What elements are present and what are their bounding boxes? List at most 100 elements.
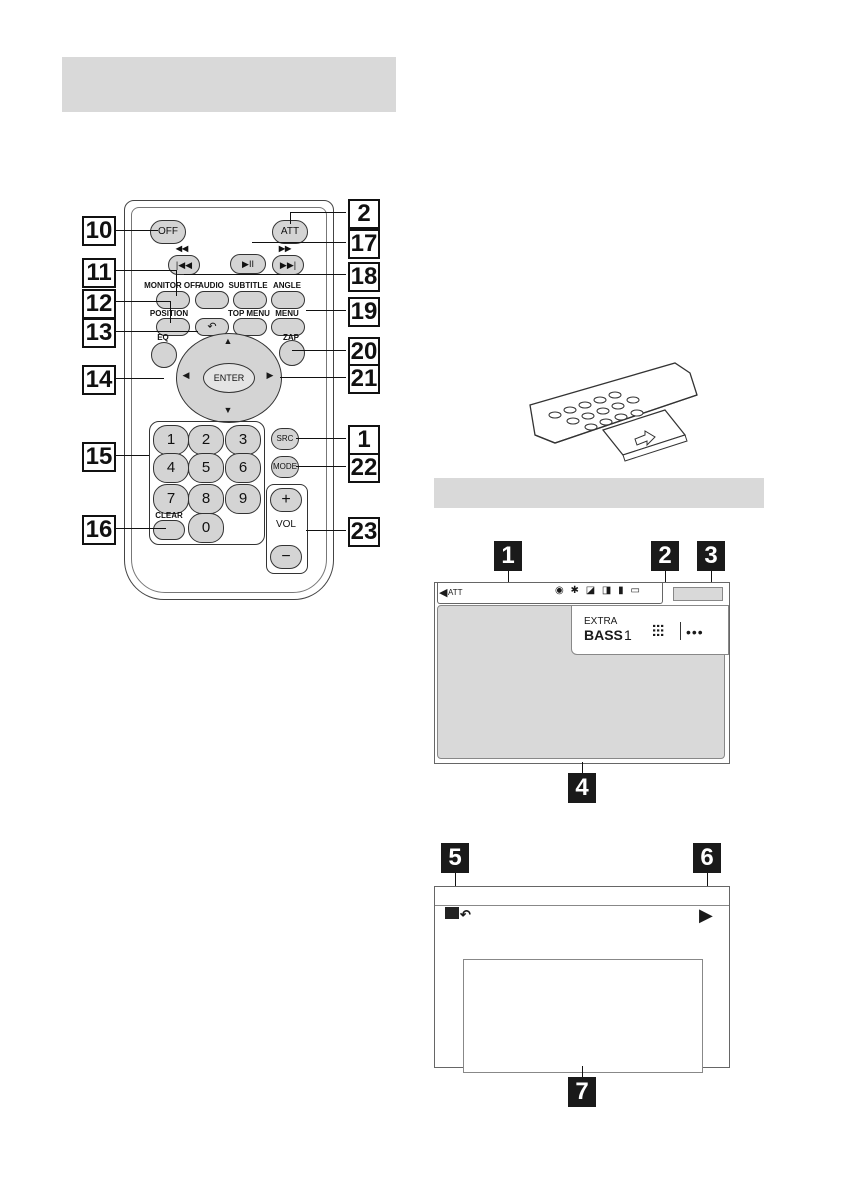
leader-line-12-v (170, 301, 171, 323)
leader-line-16 (114, 528, 166, 529)
callout-18: 18 (348, 262, 380, 292)
off-button[interactable]: OFF (150, 220, 186, 244)
clear-button[interactable] (153, 520, 185, 540)
leader-line-2-v (290, 212, 291, 224)
enter-button[interactable]: ENTER (203, 363, 255, 393)
leader-line-17 (252, 242, 346, 243)
leader-line-15 (114, 455, 149, 456)
extra-bass-extra-label: EXTRA (584, 616, 617, 627)
dpad-up-icon[interactable]: ▲ (222, 336, 234, 346)
callout-display-2: 2 (651, 541, 679, 571)
digit-0-button[interactable]: 0 (188, 513, 224, 543)
position-label: POSITION (144, 309, 194, 318)
callout-19: 19 (348, 297, 380, 327)
mode-button[interactable]: MODE (271, 456, 299, 478)
extra-bass-bass-label: BASS (584, 627, 623, 643)
callout-15: 15 (82, 442, 116, 472)
callout-17: 17 (348, 229, 380, 259)
menu-label: MENU (270, 309, 304, 318)
callout-10: 10 (82, 216, 116, 246)
leader-line-21 (280, 377, 346, 378)
vol-label: VOL (272, 519, 300, 530)
zap-button[interactable] (279, 340, 305, 366)
digit-1-button[interactable]: 1 (153, 425, 189, 455)
divider (680, 622, 681, 640)
callout-display-5: 5 (441, 843, 469, 873)
play-pause-button[interactable]: ▶II (230, 254, 266, 274)
leader-line-23 (306, 530, 346, 531)
angle-button[interactable] (271, 291, 305, 309)
speaker-icon: ◀ (439, 586, 447, 599)
eq-label: EQ (148, 333, 178, 342)
dpad-left-icon[interactable]: ◀ (180, 370, 192, 381)
section-heading-bar-right (434, 478, 764, 508)
digit-5-button[interactable]: 5 (188, 453, 224, 483)
leader-display-1 (508, 571, 509, 582)
leader-line-1 (296, 438, 346, 439)
phone-audio-icon: ◪ (586, 585, 597, 596)
callout-2: 2 (348, 199, 380, 229)
repeat-icon: ↶ (460, 907, 471, 923)
leader-line-11-v (176, 270, 177, 296)
volume-up-button[interactable]: + (270, 488, 302, 512)
angle-label: ANGLE (270, 281, 304, 290)
volume-down-button[interactable]: − (270, 545, 302, 569)
display-screen-top: ◀ ATT ◉ ✱ ◪ ◨ ▮ ▭ EXTRA BASS 1 ⫶⫶⫶ ••• (434, 582, 730, 764)
digit-6-button[interactable]: 6 (225, 453, 261, 483)
bluetooth-icon: ✱ (571, 585, 581, 596)
clear-label: CLEAR (151, 511, 187, 520)
digit-3-button[interactable]: 3 (225, 425, 261, 455)
audio-button[interactable] (195, 291, 229, 309)
monitor-off-button[interactable] (156, 291, 190, 309)
digit-9-button[interactable]: 9 (225, 484, 261, 514)
leader-line-10 (114, 230, 158, 231)
play-status-icon: ▶ (699, 905, 713, 926)
callout-16: 16 (82, 515, 116, 545)
eq-button[interactable] (151, 342, 177, 368)
leader-line-14 (114, 378, 164, 379)
equalizer-icon[interactable]: ⫶⫶⫶ (652, 624, 664, 642)
leader-line-11 (114, 270, 176, 271)
playback-mode-icon (445, 907, 459, 919)
callout-20: 20 (348, 337, 380, 367)
digit-7-button[interactable]: 7 (153, 484, 189, 514)
extra-bass-level: 1 (624, 627, 632, 643)
callout-11: 11 (82, 258, 116, 288)
digit-2-button[interactable]: 2 (188, 425, 224, 455)
status-icons: ◉ ✱ ◪ ◨ ▮ ▭ (555, 585, 659, 601)
sound-settings-panel[interactable]: EXTRA BASS 1 ⫶⫶⫶ ••• (571, 605, 729, 655)
callout-13: 13 (82, 318, 116, 348)
screen-top-strip (435, 887, 729, 906)
leader-line-12 (114, 301, 170, 302)
rewind-label: ◀◀ (172, 244, 192, 253)
dpad-right-icon[interactable]: ▶ (264, 370, 276, 381)
callout-21: 21 (348, 364, 380, 394)
src-button[interactable]: SRC (271, 428, 299, 450)
callout-1: 1 (348, 425, 380, 455)
leader-line-2 (290, 212, 346, 213)
callout-display-6: 6 (693, 843, 721, 873)
callout-display-1: 1 (494, 541, 522, 571)
att-indicator: ATT (448, 588, 463, 597)
prev-track-button[interactable]: |◀◀ (168, 255, 200, 275)
next-track-button[interactable]: ▶▶| (272, 255, 304, 275)
display-screen-bottom: ↶ ▶ (434, 886, 730, 1068)
content-area (463, 959, 703, 1073)
leader-line-22 (296, 466, 346, 467)
dpad-down-icon[interactable]: ▼ (222, 405, 234, 415)
digit-8-button[interactable]: 8 (188, 484, 224, 514)
callout-display-7: 7 (568, 1077, 596, 1107)
callout-22: 22 (348, 453, 380, 483)
top-menu-label: TOP MENU (228, 309, 268, 318)
subtitle-button[interactable] (233, 291, 267, 309)
battery-icon: ▭ (630, 585, 641, 596)
phone-call-icon: ◨ (602, 585, 613, 596)
signal-strength-icon: ▮ (618, 585, 626, 596)
digit-4-button[interactable]: 4 (153, 453, 189, 483)
monitor-off-label: MONITOR OFF (142, 281, 202, 290)
callout-display-4: 4 (568, 773, 596, 803)
leader-line-18 (184, 274, 346, 275)
callout-12: 12 (82, 289, 116, 319)
leader-line-13 (114, 331, 198, 332)
more-options-icon[interactable]: ••• (686, 624, 704, 640)
